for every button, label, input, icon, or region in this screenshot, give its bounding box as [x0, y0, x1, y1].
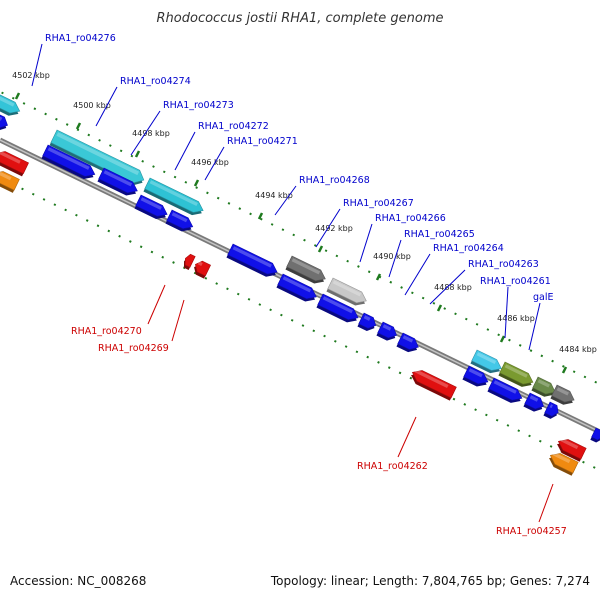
gene-label: RHA1_ro04269	[98, 299, 185, 354]
ruler-tick-label: 4486 kbp	[497, 314, 535, 323]
gene-label-text: RHA1_ro04257	[496, 526, 567, 537]
gene-label: RHA1_ro04261	[480, 276, 551, 339]
forward-gene-arrow	[543, 401, 559, 419]
forward-gene-arrow	[462, 365, 489, 387]
gene-label: RHA1_ro04273	[130, 100, 234, 156]
ruler-tick	[561, 366, 568, 374]
gene-label: RHA1_ro04257	[496, 483, 567, 537]
gene-label: RHA1_ro04265	[388, 229, 475, 278]
gene-label: RHA1_ro04271	[204, 136, 298, 181]
feature-block-cyan	[143, 177, 204, 216]
reverse-gene-arrow-orange	[0, 170, 20, 193]
feature-block-olive	[498, 361, 534, 387]
reverse-gene-arrow-orange	[549, 452, 579, 476]
gene-label: RHA1_ro04274	[95, 76, 191, 127]
genome-summary-text: Topology: linear; Length: 7,804,765 bp; …	[270, 574, 590, 588]
ruler-tick	[14, 92, 21, 100]
gene-label: RHA1_ro04262	[357, 416, 428, 472]
forward-gene-arrow	[276, 273, 317, 302]
gene-label-text: RHA1_ro04274	[120, 76, 191, 87]
forward-gene-arrow	[376, 321, 397, 341]
forward-gene-arrow	[396, 332, 419, 353]
forward-gene-arrow	[41, 144, 96, 180]
ruler-tick	[257, 212, 264, 220]
gene-label-text: RHA1_ro04264	[433, 243, 504, 254]
reverse-gene-arrow	[411, 369, 457, 401]
forward-gene-arrow	[357, 312, 377, 332]
ruler-tick-label: 4496 kbp	[191, 158, 229, 167]
reverse-gene-arrow	[557, 438, 587, 462]
gene-label-text: RHA1_ro04266	[375, 213, 446, 224]
forward-gene-arrow	[134, 194, 168, 219]
gene-features	[0, 89, 600, 476]
ruler-tick	[75, 122, 82, 130]
ruler-tick	[375, 273, 382, 281]
gene-label-text: RHA1_ro04265	[404, 229, 475, 240]
ruler: 4502 kbp 4500 kbp 4498 kbp 4496 kbp 4494 kbp…	[12, 71, 597, 374]
feature-block-olive	[531, 376, 556, 397]
gene-label: RHA1_ro04263	[429, 259, 539, 305]
ruler-tick-label: 4500 kbp	[73, 101, 111, 110]
gene-label-text: RHA1_ro04270	[71, 326, 142, 337]
ruler-tick-label: 4498 kbp	[132, 129, 170, 138]
ruler-tick-label: 4488 kbp	[434, 283, 472, 292]
gene-label-text: RHA1_ro04262	[357, 461, 428, 472]
forward-gene-arrow	[97, 167, 138, 196]
gene-label: RHA1_ro04272	[174, 121, 269, 171]
gene-label: galE	[528, 292, 554, 351]
gene-labels: RHA1_ro04276RHA1_ro04274RHA1_ro04273RHA1…	[31, 33, 567, 537]
accession-text: Accession: NC_008268	[10, 574, 146, 588]
ruler-tick	[499, 335, 506, 343]
reverse-gene-arrow	[0, 150, 29, 177]
ruler-tick	[193, 179, 200, 187]
reverse-gene-arrow	[183, 253, 196, 270]
ruler-tick-label: 4492 kbp	[315, 224, 353, 233]
gene-label: RHA1_ro04276	[31, 33, 116, 87]
forward-gene-arrow	[590, 427, 600, 443]
gene-label-text: RHA1_ro04271	[227, 136, 298, 147]
forward-gene-arrow	[523, 392, 544, 412]
gene-label-text: RHA1_ro04276	[45, 33, 116, 44]
ruler-tick	[317, 245, 324, 253]
reverse-gene-arrow	[194, 260, 211, 279]
ruler-tick	[436, 304, 443, 312]
feature-block-gray	[285, 255, 326, 284]
forward-gene-arrow	[226, 243, 278, 277]
feature-block-cyan	[470, 349, 502, 374]
guide-line	[0, 90, 600, 386]
map-title: Rhodococcus jostii RHA1, complete genome	[157, 11, 444, 26]
gene-label: RHA1_ro04268	[274, 175, 370, 216]
gene-label-text: RHA1_ro04263	[468, 259, 539, 270]
gene-label-text: galE	[533, 292, 554, 303]
feature-block-gray	[550, 384, 575, 405]
ruler-tick	[134, 150, 141, 158]
ruler-tick-label: 4484 kbp	[559, 345, 597, 354]
forward-gene-arrow	[316, 293, 359, 323]
forward-gene-arrow	[487, 377, 523, 403]
ruler-tick-label: 4494 kbp	[255, 191, 293, 200]
ruler-tick-label: 4502 kbp	[12, 71, 50, 80]
feature-block-cyan	[49, 129, 145, 186]
gene-label-text: RHA1_ro04267	[343, 198, 414, 209]
forward-gene-arrow	[165, 209, 194, 232]
gene-label-text: RHA1_ro04272	[198, 121, 269, 132]
feature-block-cyan	[0, 89, 21, 116]
ruler-tick-label: 4490 kbp	[373, 252, 411, 261]
gene-label-text: RHA1_ro04269	[98, 343, 169, 354]
forward-gene-arrow	[0, 111, 8, 131]
gene-label-text: RHA1_ro04261	[480, 276, 551, 287]
gene-label-text: RHA1_ro04268	[299, 175, 370, 186]
gene-label: RHA1_ro04266	[359, 213, 446, 263]
gene-label: RHA1_ro04264	[404, 243, 504, 296]
gene-label-text: RHA1_ro04273	[163, 100, 234, 111]
gene-label: RHA1_ro04267	[315, 198, 414, 248]
feature-block-gray	[326, 277, 367, 306]
gene-label: RHA1_ro04270	[71, 284, 166, 337]
